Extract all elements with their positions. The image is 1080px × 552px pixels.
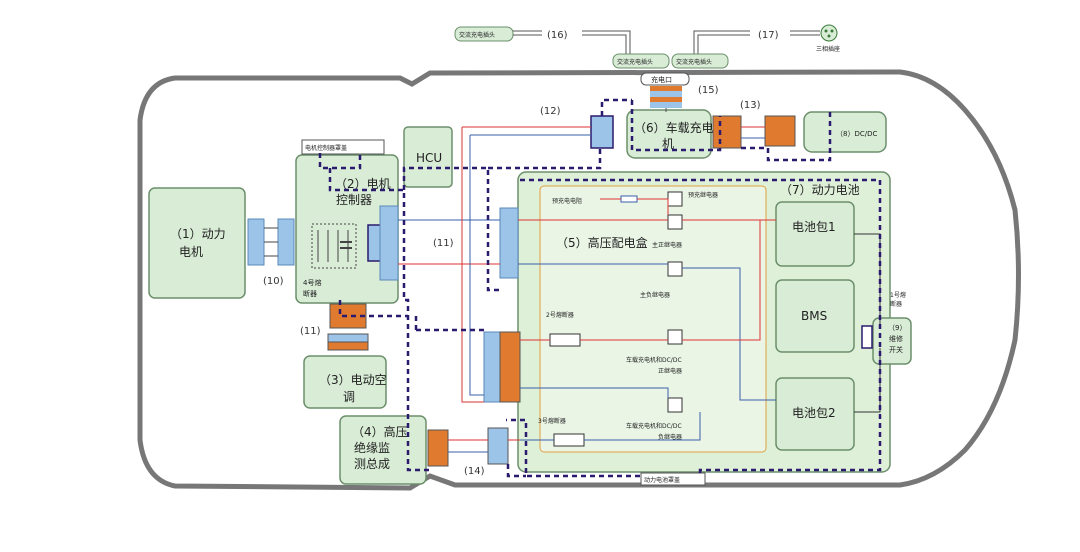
svg-text:车载充电机和DC/DC: 车载充电机和DC/DC — [626, 422, 682, 430]
charge-port: 充电口 (15) — [640, 72, 719, 108]
dc-negative-relay: 车载充电机和DC/DC 负继电器 — [626, 397, 683, 441]
fuse-4-line1: 4号熔 — [303, 278, 321, 287]
three-phase-label: 三相插座 — [816, 45, 840, 53]
battery-pack-1: 电池包1 — [775, 201, 855, 267]
insulation-monitor: （4）高压 绝缘监 测总成 — [339, 415, 427, 485]
svg-text:HCU: HCU — [416, 151, 442, 165]
bms: BMS — [775, 279, 855, 353]
motor-label-line2: 电机 — [179, 245, 203, 259]
svg-text:2号熔断器: 2号熔断器 — [546, 311, 574, 319]
svg-text:动力电池罩盖: 动力电池罩盖 — [644, 476, 680, 484]
label-14: (14) — [464, 466, 485, 477]
fuse-4-line2: 断器 — [303, 289, 317, 298]
label-16: (16) — [547, 30, 568, 41]
label-15: (15) — [698, 85, 719, 96]
svg-text:预充电电阻: 预充电电阻 — [552, 197, 582, 205]
hv-wiring — [398, 108, 881, 453]
connector-obc-right — [712, 115, 742, 149]
svg-text:（7）动力电池: （7）动力电池 — [780, 183, 860, 197]
motor-controller-cover: 电机控制器罩盖 — [301, 139, 385, 155]
charge-port-label: 充电口 — [651, 75, 672, 84]
svg-text:负继电器: 负继电器 — [658, 433, 682, 441]
svg-text:正继电器: 正继电器 — [658, 367, 682, 375]
electric-ac: （3）电动空 调 — [303, 355, 387, 409]
label-10: (10) — [263, 276, 284, 287]
svg-text:电机控制器罩盖: 电机控制器罩盖 — [305, 144, 347, 152]
svg-text:（8）DC/DC: （8）DC/DC — [836, 130, 877, 138]
connector-dcdc — [764, 115, 796, 147]
power-motor: （1）动力 电机 — [148, 187, 246, 299]
label-17: (17) — [758, 30, 779, 41]
im-label-line3: 测总成 — [354, 457, 390, 471]
igbt-bridge — [311, 223, 357, 269]
ac-plug-label: 交流充电插头 — [676, 58, 712, 66]
service-switch: （9） 维修 开关 — [872, 317, 912, 365]
connector-obc-left — [590, 115, 614, 149]
ac-label-line2: 调 — [343, 390, 355, 404]
fuse-1-line1: 1号熔 — [890, 291, 906, 299]
svg-text:开关: 开关 — [889, 345, 903, 354]
svg-text:BMS: BMS — [801, 309, 827, 323]
three-phase-socket-icon: 三相插座 — [816, 24, 840, 53]
hvil-loop — [318, 98, 882, 478]
ac-plug-inlet-2: 交流充电插头 — [671, 53, 729, 69]
ac-plug-inlet-1: 交流充电插头 — [612, 53, 670, 69]
connector-im-1 — [427, 429, 449, 467]
connector-battery-input — [499, 207, 519, 279]
connector-motor-2 — [277, 218, 295, 266]
connector-mc-right — [379, 205, 399, 281]
ac-plug-label: 交流充电插头 — [617, 58, 653, 66]
battery-pack-2: 电池包2 — [775, 377, 855, 451]
mc-label-line1: （2）电机 — [335, 177, 391, 191]
motor-controller: （2）电机 控制器 4号熔 断器 — [295, 154, 399, 304]
obc-label-line1: （6）车载充电 — [634, 120, 714, 135]
im-label-line1: （4）高压 — [352, 424, 408, 439]
label-11b: (11) — [433, 238, 454, 249]
svg-text:预充继电器: 预充继电器 — [688, 191, 718, 199]
dcdc: （8）DC/DC — [803, 111, 887, 153]
svg-text:（5）高压配电盒: （5）高压配电盒 — [556, 235, 648, 250]
dc-positive-relay: 车载充电机和DC/DC 正继电器 — [626, 329, 683, 375]
label-13: (13) — [740, 100, 761, 111]
vehicle-outline — [137, 69, 1021, 491]
svg-text:车载充电机和DC/DC: 车载充电机和DC/DC — [626, 356, 682, 364]
svg-text:3号熔断器: 3号熔断器 — [538, 417, 566, 425]
label-11a: (11) — [300, 326, 321, 337]
svg-text:主正继电器: 主正继电器 — [652, 241, 682, 249]
label-12: (12) — [540, 106, 561, 117]
connector-im-2 — [487, 427, 509, 465]
fuse-1-line2: 断器 — [890, 300, 902, 308]
main-positive-relay: 主正继电器 — [652, 214, 683, 249]
svg-text:电池包2: 电池包2 — [792, 406, 836, 420]
im-label-line2: 绝缘监 — [354, 440, 390, 455]
connector-ac-b — [327, 333, 369, 343]
hcu: HCU — [403, 126, 453, 188]
motor-label-line1: （1）动力 — [170, 227, 226, 241]
hv-distribution-box: （5）高压配电盒 — [539, 185, 767, 453]
obc-label-line2: 机 — [662, 137, 674, 151]
svg-text:维修: 维修 — [889, 334, 903, 343]
battery-cover: 动力电池罩盖 — [640, 472, 706, 486]
ac-plug-16: 交流充电插头 — [454, 26, 514, 42]
ac-plug-label: 交流充电插头 — [459, 31, 495, 39]
ac-label-line1: （3）电动空 — [319, 373, 387, 387]
main-negative-relay: 主负继电器 — [640, 261, 683, 299]
svg-text:电池包1: 电池包1 — [792, 220, 836, 234]
connector-ac-c — [327, 341, 369, 351]
svg-text:主负继电器: 主负继电器 — [640, 291, 670, 299]
fuse-1 — [861, 325, 873, 349]
connector-motor-1 — [247, 218, 265, 266]
connector-battery-left-2 — [499, 331, 521, 403]
onboard-charger: （6）车载充电 机 — [626, 109, 714, 159]
mc-label-line2: 控制器 — [336, 193, 372, 207]
svg-text:（9）: （9） — [888, 324, 906, 332]
